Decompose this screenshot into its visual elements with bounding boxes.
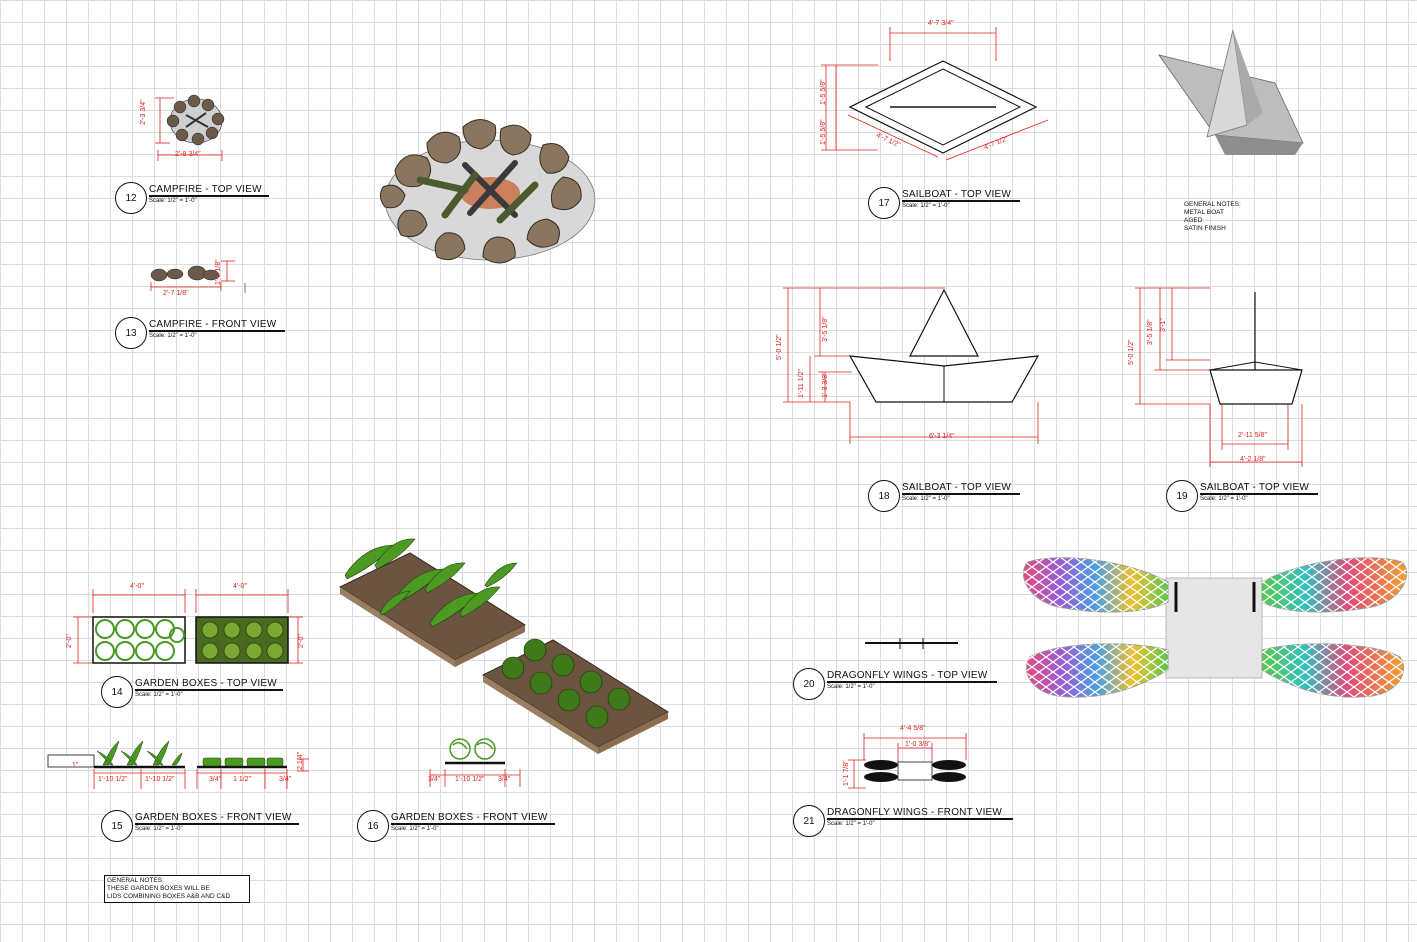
view-name: CAMPFIRE - FRONT VIEW	[149, 319, 277, 330]
view-number: 20	[793, 668, 825, 700]
dragonfly-top-drawing	[865, 638, 958, 649]
garden-box-front-drawing	[429, 738, 521, 787]
view-name: GARDEN BOXES - FRONT VIEW	[391, 812, 548, 823]
campfire-3d-render	[379, 119, 596, 264]
view-scale: Scale: 1/2" = 1'-0"	[902, 496, 950, 502]
dragonfly-front-drawing	[848, 733, 967, 789]
view-number: 12	[115, 182, 147, 214]
dimension-label: 3'-5 1/8"	[1147, 319, 1154, 345]
view-name: DRAGONFLY WINGS - TOP VIEW	[827, 670, 988, 681]
view-name: DRAGONFLY WINGS - FRONT VIEW	[827, 807, 1003, 818]
view-number: 17	[868, 187, 900, 219]
dimension-label: 2'-0"	[66, 634, 73, 648]
dimension-label: 2'-11 5/8"	[1238, 432, 1267, 439]
dimension-label: 1'-10 1/2"	[145, 776, 175, 783]
dimension-label: 1'-10 1/2"	[98, 776, 128, 783]
view-name: SAILBOAT - TOP VIEW	[1200, 482, 1310, 493]
sailboat-side-drawing	[1135, 287, 1303, 467]
dimension-label: 4'-7 3/4"	[928, 20, 954, 27]
view-scale: Scale: 1/2" = 1'-0"	[135, 826, 183, 832]
dimension-label: 3/4"	[209, 776, 222, 783]
dimension-label: 2'-0"	[298, 634, 305, 648]
dimension-label: 1'-5 5/8"	[820, 79, 827, 105]
dimension-label: 1"	[72, 762, 79, 769]
dimension-label: 6'-3 1/4"	[929, 433, 955, 440]
view-number: 18	[868, 480, 900, 512]
dimension-label: 1'-11 1/2"	[798, 369, 805, 398]
view-name: SAILBOAT - TOP VIEW	[902, 189, 1012, 200]
view-number: 19	[1166, 480, 1198, 512]
garden-boxes-top-drawing	[73, 589, 303, 664]
dimension-label: 3/4"	[279, 776, 292, 783]
view-number: 14	[101, 676, 133, 708]
view-number: 16	[357, 810, 389, 842]
dimension-label: 1'-0 3/8"	[905, 741, 931, 748]
garden-boxes-3d-render	[338, 538, 670, 754]
dimension-label: 3'-5 1/8"	[822, 316, 829, 342]
dimension-label: 1 1/2"	[233, 776, 252, 783]
dimension-label: 1'-0 1/8"	[215, 259, 222, 285]
sailboat-3d-render	[1158, 29, 1304, 155]
dimension-label: 3'-1"	[1160, 318, 1167, 332]
dimension-label: 2'-3 3/4"	[140, 99, 147, 125]
dimension-label: 1'-1 7/8"	[843, 760, 850, 786]
view-scale: Scale: 1/2" = 1'-0"	[391, 826, 439, 832]
view-number: 13	[115, 317, 147, 349]
garden-notes: GENERAL NOTES:THESE GARDEN BOXES WILL BE…	[104, 875, 250, 903]
view-scale: Scale: 1/2" = 1'-0"	[1200, 496, 1248, 502]
dimension-label: 3/4"	[428, 776, 441, 783]
garden-boxes-front-drawing	[47, 740, 309, 789]
view-name: GARDEN BOXES - FRONT VIEW	[135, 812, 292, 823]
dimension-label: 5'-0 1/2"	[776, 334, 783, 360]
dimension-label: 2'-7 1/8"	[163, 290, 189, 297]
dimension-label: 1'-3 3/8"	[822, 372, 829, 398]
view-name: GARDEN BOXES - TOP VIEW	[135, 678, 277, 689]
dimension-label: 2'-8 3/4"	[175, 151, 201, 158]
dimension-label: 1'-5 5/8"	[820, 119, 827, 145]
campfire-top-drawing	[155, 94, 225, 161]
dimension-label: 4'-2 1/8"	[1240, 456, 1266, 463]
dimension-label: 4'-0"	[130, 583, 144, 590]
view-name: CAMPFIRE - TOP VIEW	[149, 184, 262, 195]
view-number: 15	[101, 810, 133, 842]
dimension-label: 5'-0 1/2"	[1128, 339, 1135, 365]
dimension-label: 4'-4 5/8"	[900, 725, 926, 732]
view-scale: Scale: 1/2" = 1'-0"	[827, 684, 875, 690]
campfire-front-drawing	[150, 260, 246, 293]
view-name: SAILBOAT - TOP VIEW	[902, 482, 1012, 493]
view-scale: Scale: 1/2" = 1'-0"	[827, 821, 875, 827]
view-scale: Scale: 1/2" = 1'-0"	[149, 198, 197, 204]
view-scale: Scale: 1/2" = 1'-0"	[902, 203, 950, 209]
dimension-label: 2 1/4"	[297, 751, 304, 770]
view-scale: Scale: 1/2" = 1'-0"	[135, 692, 183, 698]
dimension-label: 1'-10 1/2"	[455, 776, 485, 783]
dimension-label: 3/4"	[498, 776, 511, 783]
sailboat-front-drawing	[783, 287, 1040, 444]
dimension-label: 4'-0"	[233, 583, 247, 590]
dragonfly-wings-render	[1022, 557, 1408, 698]
view-number: 21	[793, 805, 825, 837]
sailboat-top-drawing	[821, 27, 1049, 161]
view-scale: Scale: 1/2" = 1'-0"	[149, 333, 197, 339]
